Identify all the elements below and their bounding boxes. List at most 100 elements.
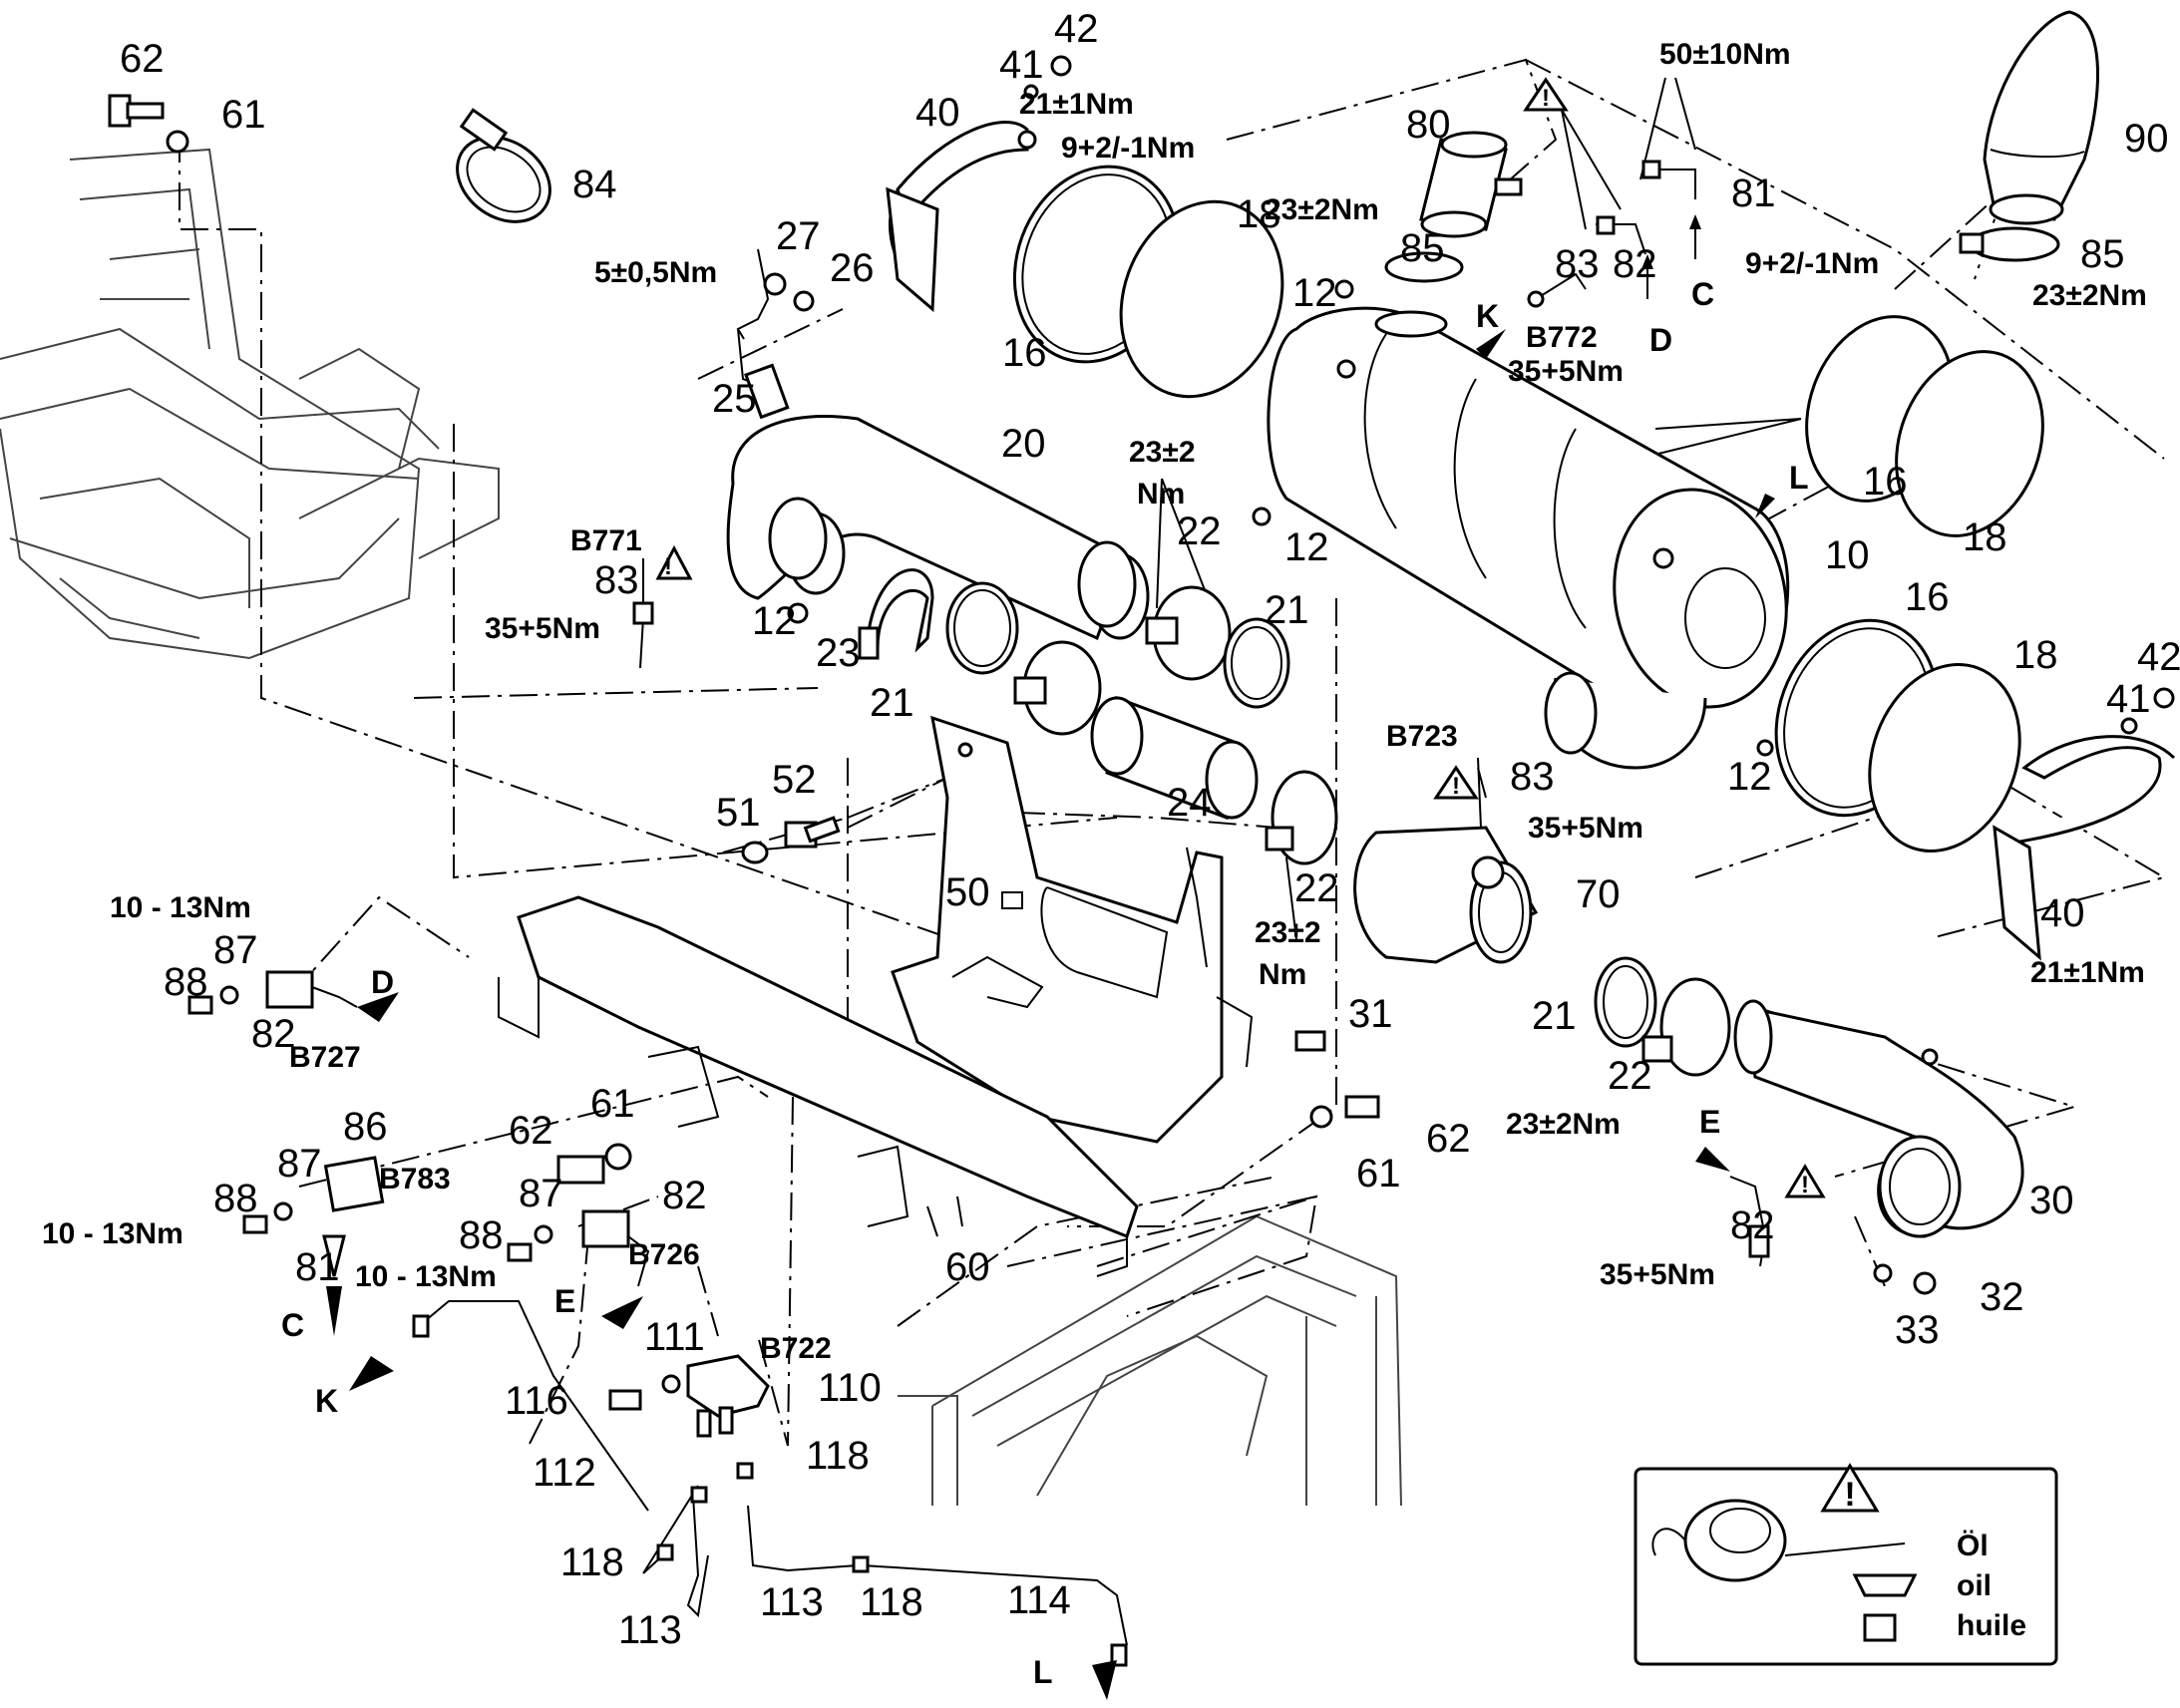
legend-line-2: oil [1957,1569,1992,1602]
sensor-25 [736,248,815,420]
catalyst-70: ! [1265,757,1539,964]
part-number: 26 [830,246,875,290]
sensor-b771: ! [632,544,693,669]
part-number: 87 [213,928,258,972]
part-number: 83 [1555,242,1600,286]
torque-spec: 21±1Nm [2030,956,2145,989]
bracket-50 [891,715,1254,1144]
connection-letter: L [1033,1654,1053,1690]
part-number: 110 [818,1366,882,1410]
torque-spec: 9+2/-1Nm [1745,247,1879,280]
connection-letter: C [1691,276,1714,312]
part-number: 27 [776,214,821,258]
sensor-code: B771 [570,524,642,557]
part-number: 33 [1895,1308,1940,1352]
sensor-code: B723 [1386,720,1458,753]
part-number: 21 [1532,994,1577,1038]
part-number: 41 [999,43,1044,87]
svg-text:!: ! [1452,773,1460,800]
part-number: 84 [572,163,617,206]
svg-text:!: ! [1542,85,1550,112]
torque-spec: 5±0,5Nm [594,256,717,289]
bolt-62-washer-61-top [108,94,189,154]
clamp-23-rings-21-clamps-22-tube-24 [858,568,1290,821]
part-number: 70 [1576,872,1621,916]
torque-specs: 21±1Nm9+2/-1Nm50±10Nm23±2Nm9+2/-1Nm23±2N… [42,38,2147,1293]
part-number: 114 [1007,1578,1071,1622]
part-number: 82 [251,1012,296,1056]
part-number: 18 [1237,192,1281,236]
sensor-b727 [187,970,358,1015]
strap-clamp-40-right [1993,687,2176,961]
sensor-code: B772 [1526,321,1598,354]
torque-spec: 10 - 13Nm [42,1217,183,1250]
cross-member-60 [498,895,1139,1277]
part-number: 12 [1727,755,1772,799]
part-number: 10 [1825,533,1870,577]
svg-text:!: ! [1844,1476,1855,1514]
part-number: 113 [618,1608,682,1652]
part-number: 116 [505,1379,568,1423]
torque-spec: 21±1Nm [1019,88,1134,121]
part-number: 30 [2029,1179,2074,1222]
part-number: 25 [712,377,757,421]
part-number: 118 [560,1540,624,1584]
part-number: 85 [2080,232,2125,276]
part-number: 16 [1002,331,1047,375]
hoses-113-114-116 [412,1300,1128,1667]
svg-text:!: ! [664,553,672,580]
seal-rings [1012,165,2044,854]
connection-letter: E [554,1283,575,1319]
part-number: 61 [590,1082,635,1126]
part-number: 22 [1608,1054,1652,1098]
part-number: 80 [1406,103,1451,147]
legend-line-3: huile [1957,1609,2026,1642]
part-number: 118 [860,1580,923,1624]
hose-clamp-84 [456,108,551,223]
part-number: 87 [277,1142,322,1186]
part-number: 61 [221,93,266,137]
sensor-b722 [608,1354,770,1438]
torque-spec: 10 - 13Nm [110,891,251,924]
part-number: 41 [2106,677,2151,721]
part-number: 32 [1980,1275,2024,1319]
part-number: 62 [1426,1117,1471,1161]
oil-warning-legend: ! Öl oil huile [1634,1463,2058,1666]
torque-spec: Nm [1259,958,1306,991]
part-number: 16 [1863,460,1908,504]
strap-clamp-40-top [886,55,1072,313]
torque-spec: 9+2/-1Nm [1061,132,1195,165]
part-number: 12 [1284,525,1329,569]
sensor-82-lower: ! [1729,1164,1826,1267]
connection-letter: D [1649,322,1672,358]
torque-spec: 23±2Nm [1506,1108,1621,1141]
torque-spec: Nm [1137,478,1185,511]
part-number-labels: 6261844041421618272625202221122321248380… [120,7,2180,1652]
part-number: 16 [1905,575,1950,619]
part-number: 111 [644,1315,705,1359]
sensor-code: B722 [760,1332,832,1365]
part-number: 85 [1400,226,1445,270]
part-number: 21 [870,681,914,725]
part-number: 88 [164,960,208,1004]
connection-letter: K [1476,298,1499,334]
sensor-b783 [242,1156,385,1277]
sensor-code: B783 [379,1163,451,1196]
sensors-81-82-83-top: ! [1523,77,1701,308]
part-number: 51 [716,791,761,835]
part-number: 42 [2137,635,2180,679]
svg-text:!: ! [1801,1172,1809,1198]
bolts-51-52 [741,816,841,864]
torque-spec: 10 - 13Nm [355,1260,497,1293]
pipe-20 [726,415,1150,641]
part-number: 31 [1348,992,1393,1036]
part-number: 50 [945,870,990,914]
torque-spec: 35+5Nm [1600,1258,1715,1291]
part-number: 40 [915,91,960,135]
torque-spec: 35+5Nm [1528,812,1643,845]
outlet-pipe-30 [1594,956,2024,1295]
connection-letter: D [371,964,394,1000]
torque-spec: 35+5Nm [485,612,600,645]
